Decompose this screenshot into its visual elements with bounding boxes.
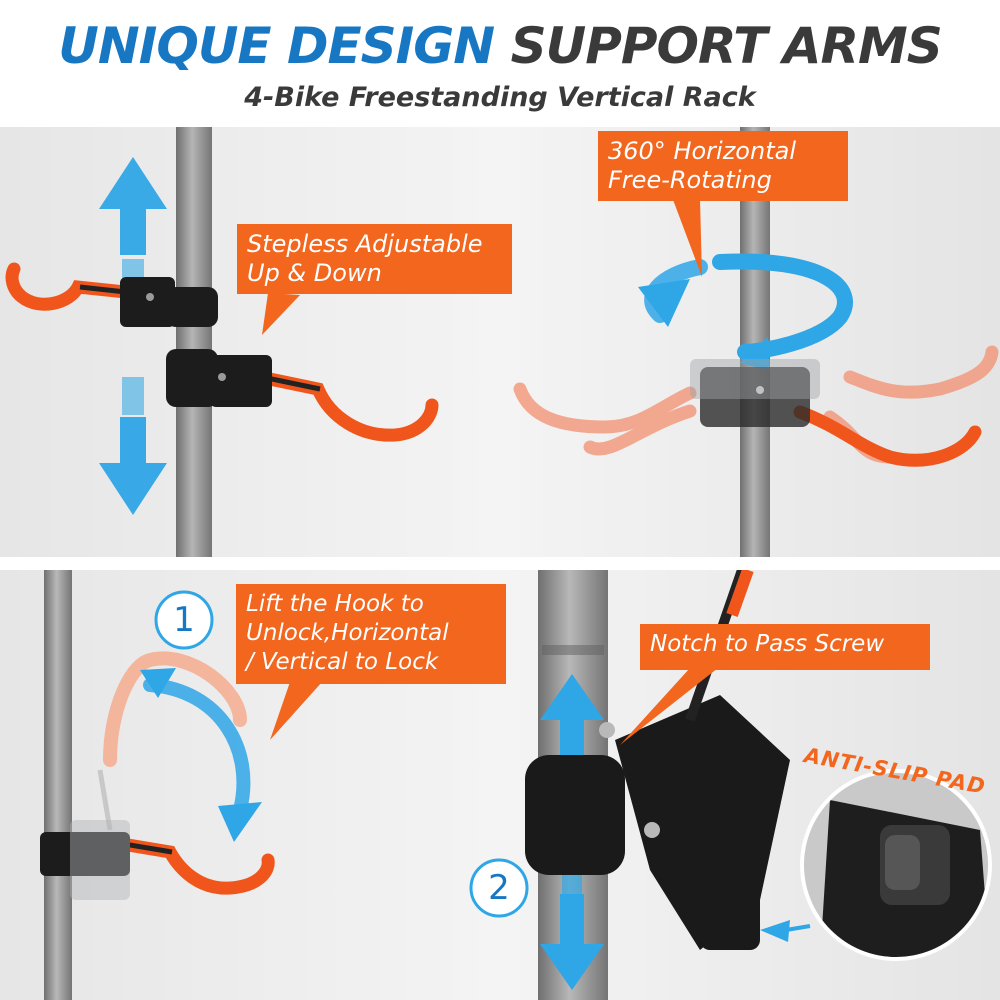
title-rest: SUPPORT ARMS <box>510 17 943 75</box>
panel-top-illustration <box>5 127 999 557</box>
rotation-arrowhead-icon <box>638 279 690 327</box>
callout-stepless-adjustable: Stepless Adjustable Up & Down <box>237 224 512 294</box>
hook-ghost-upright <box>103 651 247 767</box>
rotating-clamp <box>700 367 810 427</box>
step-number-2: 2 <box>488 868 510 908</box>
callout-tail-top-right <box>672 197 702 277</box>
panel-divider <box>0 557 1000 570</box>
title-highlight: UNIQUE DESIGN <box>58 17 495 75</box>
hook-solid-lowered <box>103 835 275 895</box>
numbered-circle-icon <box>154 590 214 650</box>
hooks-rotating-solid <box>793 405 982 467</box>
clamp-large <box>525 695 790 950</box>
clamp-small <box>40 832 130 876</box>
header: UNIQUE DESIGN SUPPORT ARMS 4-Bike Freest… <box>0 0 1000 122</box>
numbered-circle-icon <box>469 858 529 918</box>
callout-tail-top-left <box>262 293 300 335</box>
clamp-lower <box>166 349 272 407</box>
callout-tail-bottom-left <box>270 682 322 740</box>
callout-tail-notch <box>620 668 718 745</box>
pole-left <box>44 570 72 1000</box>
hook-lower-right <box>253 370 439 442</box>
double-arrow-icon <box>99 157 167 515</box>
callout-free-rotating: 360° Horizontal Free-Rotating <box>598 131 848 201</box>
panel-lock-notch: 1 2 Lift the Hook to Unlock,Horizontal /… <box>0 570 1000 1000</box>
hook-upper-left <box>5 262 142 311</box>
panel-bottom-illustration <box>40 570 992 1000</box>
page-subtitle: 4-Bike Freestanding Vertical Rack <box>244 82 756 113</box>
clamp-upper <box>120 277 218 327</box>
pole-left <box>176 127 212 557</box>
callout-notch: Notch to Pass Screw <box>640 624 930 670</box>
callout-lift-hook: Lift the Hook to Unlock,Horizontal / Ver… <box>236 584 506 684</box>
step-number-1: 1 <box>173 600 195 640</box>
pointer-arrow-icon <box>760 920 790 942</box>
page-title: UNIQUE DESIGN SUPPORT ARMS <box>0 14 1000 78</box>
panel-adjust-rotate: Stepless Adjustable Up & Down 360° Horiz… <box>0 127 1000 557</box>
curved-arrow-icon <box>143 678 251 817</box>
